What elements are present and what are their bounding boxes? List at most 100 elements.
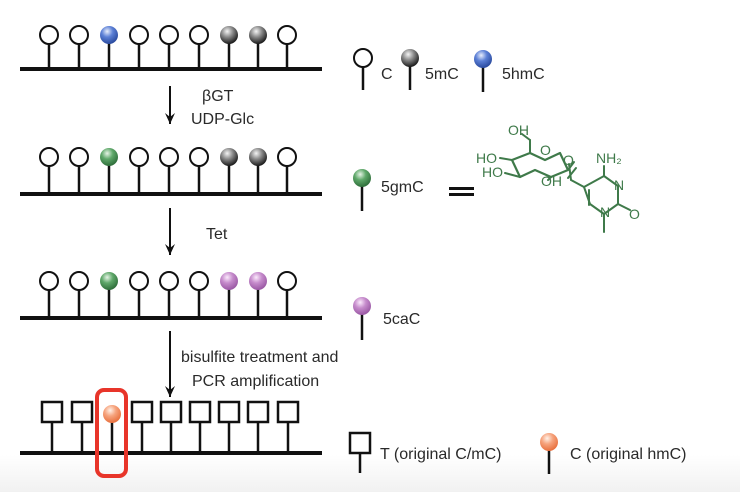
site-ball-C_hmC	[540, 433, 558, 451]
legend-T-icon	[348, 431, 372, 473]
atom-ring-o: O	[540, 142, 551, 158]
chemical-structure-labels: OH HO HO OH O O NH₂ N N O	[476, 122, 640, 222]
strand-bisulfite	[20, 400, 322, 455]
legend-C-hmC-icon	[540, 433, 558, 474]
site-C	[159, 147, 179, 194]
step-1-line-1: βGT	[202, 88, 234, 105]
site-ball-C	[189, 147, 209, 167]
site-ball-5caC	[353, 297, 371, 315]
highlight-box	[95, 388, 128, 478]
site-5hmC	[100, 26, 118, 69]
legend-site-5caC	[353, 297, 371, 340]
site-ball-C	[69, 271, 89, 291]
step-2-line-1: Tet	[206, 226, 228, 243]
site-C	[129, 147, 149, 194]
site-5mC	[220, 148, 238, 194]
legend-row-1: C 5mC 5hmC	[353, 48, 545, 92]
legend-5mC-icon	[401, 49, 419, 90]
site-square	[348, 431, 372, 455]
legend-site-C	[353, 48, 373, 90]
site-C	[159, 271, 179, 318]
legend-C-icon	[353, 48, 373, 90]
site-T	[159, 400, 183, 453]
site-ball-C	[39, 271, 59, 291]
site-T	[246, 400, 270, 453]
site-C	[39, 25, 59, 69]
legend-5gmC-label: 5gmC	[381, 179, 424, 196]
atom-link-o: O	[563, 152, 574, 168]
legend-T-label: T (original C/mC)	[380, 446, 502, 463]
site-5gmC	[100, 272, 118, 318]
atom-ho-2: HO	[482, 164, 503, 180]
equals-sign	[449, 187, 474, 196]
site-C	[277, 271, 297, 318]
legend-row-3: 5caC	[353, 297, 420, 340]
legend-row-2: 5gmC	[353, 169, 474, 211]
atom-ho-1: HO	[476, 150, 497, 166]
site-C	[69, 147, 89, 194]
chemical-structure-5gmC	[499, 133, 631, 233]
site-T	[188, 400, 212, 453]
site-ball-C	[129, 147, 149, 167]
site-ball-C	[129, 271, 149, 291]
site-5gmC	[100, 148, 118, 194]
legend-5mC-label: 5mC	[425, 66, 459, 83]
legend-row-4: T (original C/mC) C (original hmC)	[348, 431, 686, 474]
site-ball-5mC	[220, 26, 238, 44]
legend-5caC-label: 5caC	[383, 311, 420, 328]
atom-n3: N	[614, 177, 624, 193]
site-ball-5mC	[249, 148, 267, 166]
site-ball-C	[39, 25, 59, 45]
step-3-line-1: bisulfite treatment and	[181, 349, 338, 366]
dna-strands	[20, 25, 322, 455]
atom-n1: N	[600, 204, 610, 220]
site-T	[276, 400, 300, 453]
site-square	[188, 400, 212, 424]
step-1-line-2: UDP-Glc	[191, 111, 254, 128]
site-T	[40, 400, 64, 453]
site-T	[130, 400, 154, 453]
site-C	[189, 147, 209, 194]
site-ball-C_hmC	[103, 405, 121, 423]
site-C	[189, 25, 209, 69]
site-C	[159, 25, 179, 69]
site-ball-5gmC	[100, 272, 118, 290]
site-5caC	[249, 272, 267, 318]
step-3: bisulfite treatment and PCR amplificatio…	[165, 331, 338, 397]
site-5mC	[249, 26, 267, 69]
site-ball-C	[69, 147, 89, 167]
legend-5caC-icon	[353, 297, 371, 340]
site-square	[276, 400, 300, 424]
legend-5gmC-icon	[353, 169, 371, 211]
site-square	[70, 400, 94, 424]
site-square	[246, 400, 270, 424]
step-1: βGT UDP-Glc	[165, 86, 254, 128]
site-ball-C	[39, 147, 59, 167]
site-ball-5gmC	[100, 148, 118, 166]
site-ball-C	[277, 147, 297, 167]
site-ball-C	[159, 147, 179, 167]
site-ball-C	[159, 271, 179, 291]
site-C	[39, 271, 59, 318]
site-square	[40, 400, 64, 424]
atom-oh-bottom: OH	[541, 173, 562, 189]
atom-nh2: NH₂	[596, 150, 622, 166]
site-C	[69, 25, 89, 69]
site-5mC	[220, 26, 238, 69]
site-ball-C	[69, 25, 89, 45]
site-5caC	[220, 272, 238, 318]
site-ball-5mC	[249, 26, 267, 44]
site-ball-5caC	[220, 272, 238, 290]
site-C	[129, 25, 149, 69]
site-ball-C	[277, 25, 297, 45]
site-ball-5mC	[401, 49, 419, 67]
site-C	[69, 271, 89, 318]
strand-oxidized	[20, 271, 322, 320]
site-C	[129, 271, 149, 318]
step-3-line-2: PCR amplification	[192, 373, 319, 390]
legend-site-5mC	[401, 49, 419, 90]
site-T	[217, 400, 241, 453]
site-ball-C	[189, 271, 209, 291]
site-C	[277, 147, 297, 194]
